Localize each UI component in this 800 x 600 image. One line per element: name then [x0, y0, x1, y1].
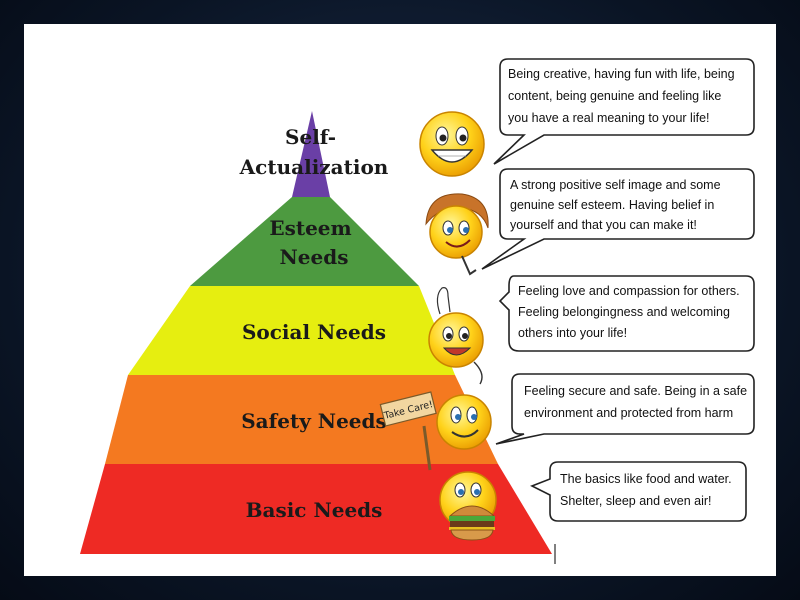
level-label-esteem: Esteem Needs	[269, 216, 358, 269]
svg-text:The basics like food and water: The basics like food and water. Shelter,…	[560, 472, 735, 508]
svg-text:Feeling love and compassion fo: Feeling love and compassion for others. …	[518, 284, 743, 340]
waving-smiley-icon	[428, 287, 484, 385]
pyramid-level-basic	[80, 464, 552, 554]
level-label-safety: Safety Needs	[241, 409, 387, 433]
sign-holding-smiley-icon: Take Care!	[379, 391, 492, 471]
svg-text:Being creative, having fun wit: Being creative, having fun with life, be…	[508, 67, 738, 125]
slide: Self- Actualization Esteem Needs Social …	[24, 24, 776, 576]
level-label-social: Social Needs	[242, 320, 386, 344]
pyramid-level-social	[128, 286, 455, 375]
speech-bubble-basic: The basics like food and water. Shelter,…	[530, 461, 747, 522]
svg-text:Feeling secure and safe. Being: Feeling secure and safe. Being in a safe…	[524, 384, 751, 420]
speech-bubble-social: Feeling love and compassion for others. …	[498, 275, 755, 352]
grinning-smiley-icon	[419, 111, 485, 177]
pyramid-level-esteem	[190, 197, 419, 286]
speech-bubble-self-actualization: Being creative, having fun with life, be…	[493, 58, 755, 165]
svg-text:A strong positive self image a: A strong positive self image and some ge…	[510, 178, 724, 232]
pyramid-level-safety	[105, 375, 498, 464]
level-label-basic: Basic Needs	[246, 498, 383, 522]
confident-girl-smiley-icon	[425, 193, 489, 276]
speech-bubble-esteem: A strong positive self image and some ge…	[481, 168, 755, 270]
pyramid-level-self-actualization	[292, 111, 330, 197]
maslow-pyramid-diagram: Self- Actualization Esteem Needs Social …	[80, 58, 755, 564]
burger-icon	[448, 505, 496, 541]
burger-eating-smiley-icon	[439, 471, 497, 541]
level-label-self-actualization: Self- Actualization	[239, 125, 389, 179]
speech-bubble-safety: Feeling secure and safe. Being in a safe…	[495, 373, 755, 445]
